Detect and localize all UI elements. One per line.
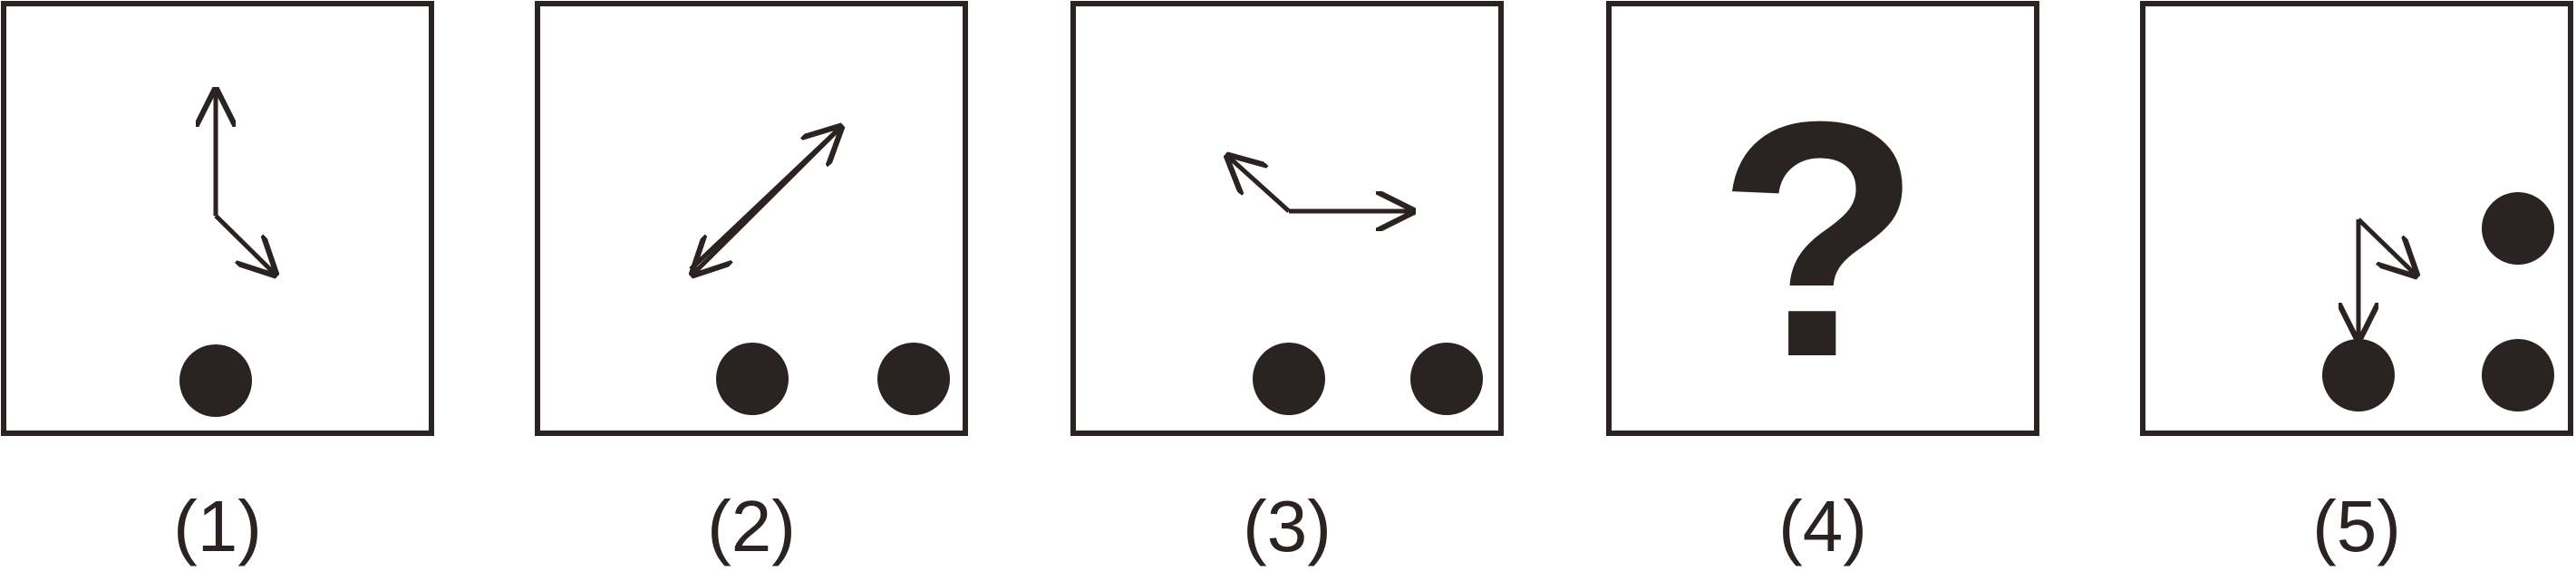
dot (2482, 339, 2554, 411)
dot (716, 343, 789, 415)
panel-caption: (2) (707, 486, 796, 566)
dot (1253, 343, 1325, 415)
panel-3: (3) (1070, 1, 1504, 566)
panel-4: ? (4) (1606, 1, 2039, 566)
arrow-down-left (691, 123, 845, 276)
arrow-down-right (2357, 218, 2418, 277)
panel-2: (2) (535, 1, 968, 566)
dot (1410, 343, 1483, 415)
panel-1: (1) (1, 1, 434, 566)
panel-frame (2140, 1, 2573, 436)
dot (877, 343, 950, 415)
panel-caption: (1) (173, 486, 262, 566)
panel-caption: (3) (1243, 486, 1332, 566)
arrow-up-left (1225, 154, 1291, 213)
dot (179, 344, 252, 417)
panel-frame (1, 1, 434, 436)
panel-frame (1070, 1, 1504, 436)
panel-5: (5) (2140, 1, 2573, 566)
dot (2482, 192, 2554, 265)
panel-caption: (5) (2312, 486, 2401, 566)
dot (2322, 339, 2395, 411)
panel-frame (535, 1, 968, 436)
arrow-down-right (214, 214, 277, 276)
question-mark: ? (1717, 53, 1922, 427)
panel-frame (1606, 1, 2039, 436)
panel-caption: (4) (1778, 486, 1867, 566)
